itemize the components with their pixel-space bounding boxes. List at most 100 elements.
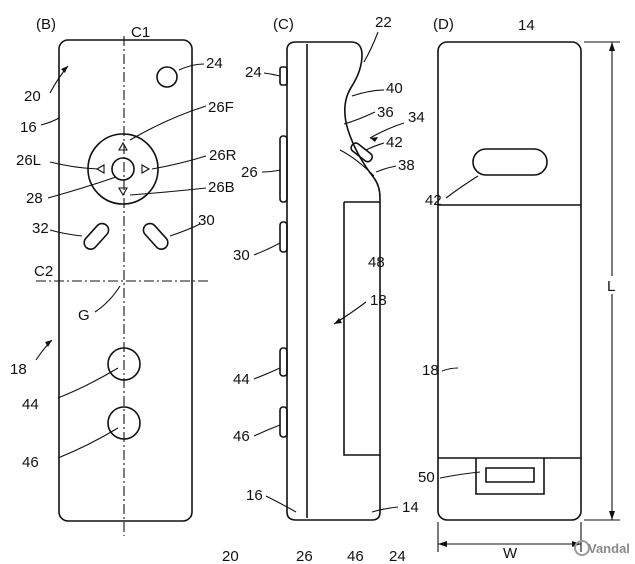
view-d-title: (D) [433, 16, 454, 33]
label-18: 18 [10, 361, 27, 378]
watermark-logo-icon [574, 540, 590, 556]
view-d-body-outline [437, 41, 582, 521]
dim-l-arrow-top [609, 42, 615, 51]
label-26r: 26R [209, 147, 237, 164]
leader-26f [129, 105, 207, 141]
battery-compartment-48 [343, 201, 380, 456]
label-26b: 26B [208, 179, 235, 196]
label-16: 16 [20, 119, 37, 136]
label-24: 24 [206, 55, 223, 72]
label-c-40: 40 [386, 80, 403, 97]
view-d: (D) 14 42 18 50 L W [418, 16, 620, 562]
arrow-up-icon [118, 141, 128, 151]
label-d-18: 18 [422, 362, 439, 379]
label-c2: C2 [34, 263, 53, 280]
label-c-24: 24 [245, 64, 262, 81]
label-26f: 26F [208, 99, 234, 116]
label-20: 20 [24, 88, 41, 105]
leader-c-38 [375, 165, 397, 173]
connector-50 [475, 458, 545, 495]
leader-d-18 [441, 367, 459, 372]
label-c-34: 34 [408, 109, 425, 126]
leader-16 [40, 117, 60, 126]
leader-c-16 [265, 495, 297, 513]
leader-c-24 [263, 72, 281, 77]
leader-g [94, 285, 121, 313]
arrow-down-icon [118, 187, 128, 197]
label-32: 32 [32, 220, 49, 237]
label-c-48: 48 [368, 254, 385, 271]
leader-c-44 [253, 367, 281, 380]
label-c1: C1 [131, 24, 150, 41]
label-30: 30 [198, 212, 215, 229]
leader-c-34 [369, 122, 405, 139]
label-c-42: 42 [386, 134, 403, 151]
label-c-30: 30 [233, 247, 250, 264]
label-bottom-26: 26 [296, 548, 313, 564]
arrow-left-icon [95, 164, 105, 174]
bottom-labels: 20 26 46 24 [222, 548, 406, 564]
power-button-24 [156, 66, 178, 88]
button-30 [142, 222, 169, 250]
side-protrusion-26 [279, 135, 288, 203]
arrow-c-34 [370, 137, 378, 142]
label-d-14: 14 [518, 17, 535, 34]
label-g: G [78, 307, 90, 324]
a-button-28 [111, 157, 135, 181]
leader-c-14 [371, 506, 399, 513]
leader-30 [169, 223, 201, 237]
label-bottom-24: 24 [389, 548, 406, 564]
label-bottom-20: 20 [222, 548, 239, 564]
label-c-14: 14 [402, 499, 419, 516]
arrow-c-18 [334, 318, 342, 324]
label-d-w: W [503, 545, 518, 562]
view-c-title: (C) [273, 16, 294, 33]
arrow-18 [45, 340, 52, 347]
leader-26b [129, 187, 207, 196]
leader-d-50 [439, 471, 481, 479]
connector-50-inner [485, 467, 535, 483]
label-d-42: 42 [425, 192, 442, 209]
leader-c-30 [253, 242, 281, 256]
label-c-38: 38 [398, 157, 415, 174]
watermark-text: Vandal [588, 541, 630, 556]
view-c: (C) 22 24 40 36 34 42 38 26 30 [233, 14, 425, 521]
label-46: 46 [22, 454, 39, 471]
label-c-22: 22 [375, 14, 392, 31]
b-button-42 [472, 148, 548, 176]
label-d-50: 50 [418, 469, 435, 486]
leader-c-40 [351, 89, 385, 97]
view-c-body-outline [286, 41, 381, 521]
label-bottom-46: 46 [347, 548, 364, 564]
leader-24 [178, 63, 205, 71]
label-c-36: 36 [377, 104, 394, 121]
label-c-46: 46 [233, 428, 250, 445]
leader-32 [49, 229, 83, 237]
leader-c-22 [363, 31, 379, 63]
leader-46 [57, 427, 119, 459]
arrow-right-icon [141, 164, 151, 174]
dim-w-arrow-left [438, 541, 447, 547]
leader-c-46 [253, 424, 281, 437]
side-protrusion-30 [279, 221, 288, 253]
leader-d-42 [445, 175, 479, 199]
leader-c-26 [261, 169, 281, 173]
button-46 [107, 406, 141, 440]
label-c-26: 26 [241, 164, 258, 181]
label-c-18: 18 [370, 292, 387, 309]
dim-l-arrow-bottom [609, 511, 615, 520]
leader-c-36 [343, 111, 376, 125]
view-b-title: (B) [36, 16, 56, 33]
leader-26r [151, 155, 207, 170]
arrow-20 [61, 66, 68, 73]
label-44: 44 [22, 396, 39, 413]
side-protrusion-44 [279, 347, 288, 377]
button-32 [83, 222, 110, 250]
view-b: (B) C1 C2 24 20 16 26F 26L 26R 28 [10, 16, 237, 536]
b-button-42-side [350, 142, 374, 163]
button-44 [107, 347, 141, 381]
side-protrusion-24 [279, 66, 288, 86]
label-d-l: L [607, 278, 615, 295]
side-protrusion-46 [279, 406, 288, 438]
